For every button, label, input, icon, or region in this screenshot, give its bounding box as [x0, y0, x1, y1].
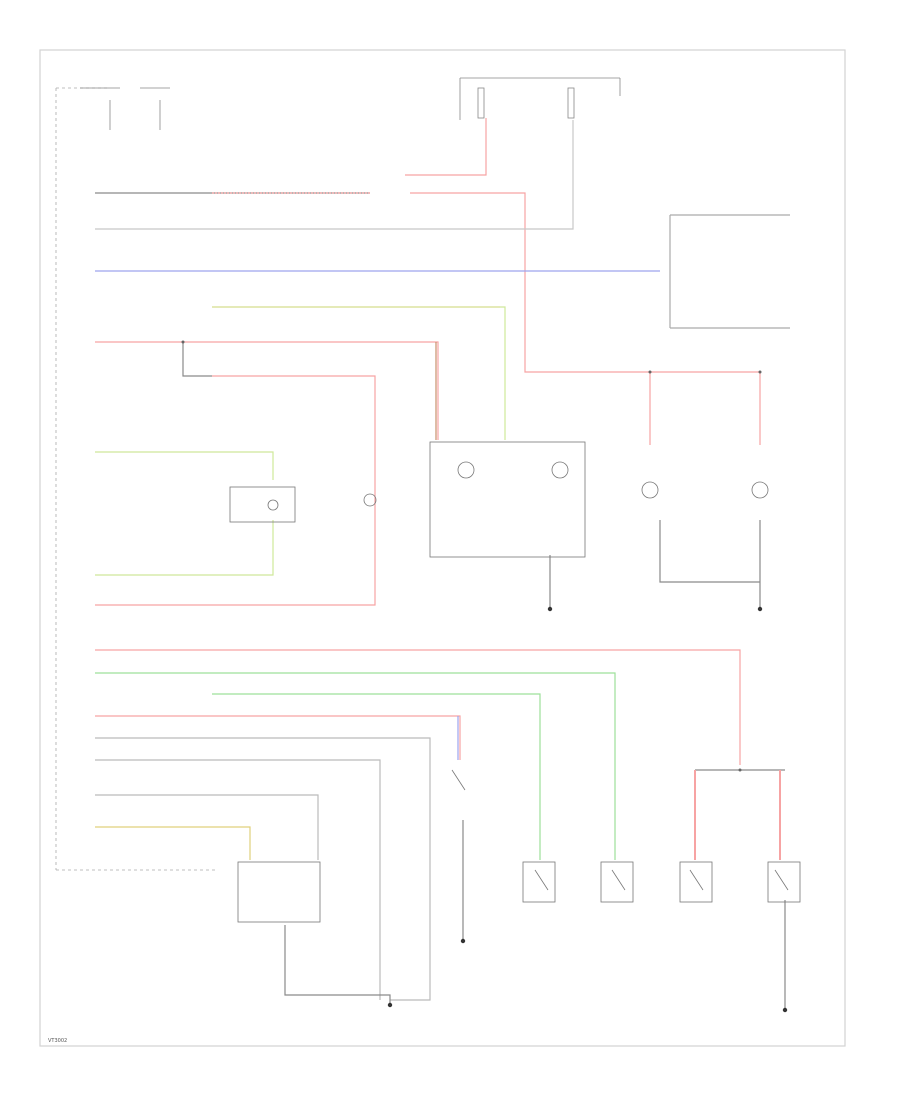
footer-code: VT3002	[48, 1038, 67, 1044]
center-lamp-right	[551, 461, 569, 479]
wire-red-row4	[95, 341, 439, 440]
wire-black-split	[182, 342, 212, 377]
wire-row1-right	[410, 192, 760, 373]
wire-yg-meter-top	[95, 451, 274, 480]
center-lamp-left	[457, 461, 475, 479]
dome-lamp-icon	[363, 493, 377, 507]
door-switch-c	[679, 861, 713, 903]
door-switch-b	[600, 861, 634, 903]
ground-symbols	[387, 606, 788, 1013]
meter-lamp-icon	[267, 499, 279, 511]
wire-red-top-feed	[405, 118, 487, 176]
diagram-frame	[39, 49, 846, 1047]
splice-dots	[181, 340, 762, 772]
wires	[95, 118, 790, 1010]
wire-black-a	[95, 737, 431, 1001]
door-switch-a	[522, 861, 556, 903]
wire-green-mid	[212, 693, 541, 860]
top-left-connectors	[80, 87, 170, 130]
wire-red-row5	[95, 375, 376, 606]
wire-yg-meter-bottom	[95, 520, 274, 576]
wire-black-c	[95, 794, 319, 860]
right-lamp-a	[641, 481, 659, 499]
left-dashed-boundary	[55, 87, 215, 871]
wire-green-long	[95, 672, 616, 860]
right-lamp-b	[751, 481, 769, 499]
wire-black-b	[95, 759, 381, 1000]
top-right-fuse-block	[459, 77, 621, 120]
components	[229, 441, 801, 923]
key-switch-box	[237, 861, 321, 923]
wire-yellow-key	[95, 826, 251, 860]
combination-meter	[229, 486, 296, 523]
door-switch-d	[767, 861, 801, 903]
wire-red-long	[95, 649, 741, 765]
wire-row2	[95, 120, 574, 230]
center-switch-box	[429, 441, 586, 558]
wire-ground-lower	[462, 820, 786, 1010]
wire-right-box	[669, 214, 790, 329]
wire-yellow-green-top	[212, 306, 506, 440]
wire-ground-bottom	[284, 925, 391, 1005]
wire-red-blue	[95, 715, 461, 760]
wire-ground-right	[659, 520, 761, 608]
